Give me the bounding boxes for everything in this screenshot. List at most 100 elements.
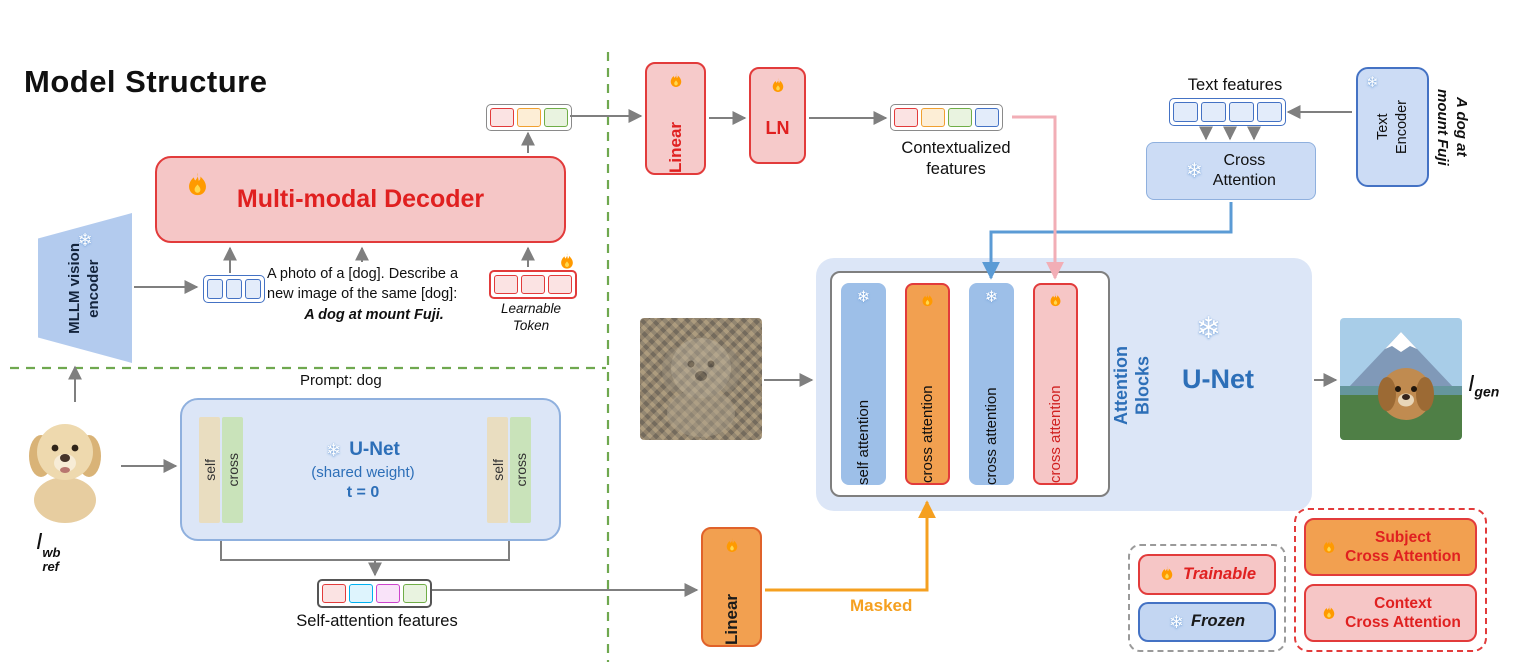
legend-trainable-frozen: Trainable ❄ Frozen bbox=[1128, 544, 1286, 652]
context-pill: Context Cross Attention bbox=[1304, 584, 1477, 642]
snowflake-icon: ❄ bbox=[77, 230, 93, 250]
context-cross-attention-label: Context Cross Attention bbox=[1345, 594, 1461, 631]
multimodal-decoder: Multi-modal Decoder bbox=[155, 156, 566, 243]
token-cell bbox=[521, 275, 545, 294]
snowflake-icon: ❄ bbox=[326, 439, 342, 460]
contextualized-features-label: Contextualized features bbox=[901, 139, 1011, 179]
fire-icon bbox=[769, 77, 787, 95]
attention-column-cross-frozen: ❄ cross attention bbox=[969, 283, 1014, 485]
snowflake-icon: ❄ bbox=[1168, 611, 1184, 632]
attention-blocks-label: Attention Blocks bbox=[1111, 295, 1154, 475]
token-cell bbox=[517, 108, 541, 127]
token-cell bbox=[376, 584, 400, 603]
self-attention-features-strip bbox=[317, 579, 432, 608]
text-features-label: Text features bbox=[1187, 76, 1283, 94]
cross-column-label: cross bbox=[512, 453, 529, 487]
token-cell bbox=[548, 275, 572, 294]
learnable-token-label: Learnable Token bbox=[500, 301, 562, 333]
self-column-label: self bbox=[201, 459, 218, 481]
token-cell bbox=[894, 108, 918, 127]
subject-pill: Subject Cross Attention bbox=[1304, 518, 1477, 576]
trainable-pill: Trainable bbox=[1138, 554, 1276, 595]
fire-icon bbox=[667, 72, 685, 90]
attention-column-cross-subject: cross attention bbox=[905, 283, 950, 485]
snowflake-icon: ❄ bbox=[856, 289, 871, 306]
reference-dog-image bbox=[12, 404, 118, 526]
encoder-label: MLLM vision encoder bbox=[66, 242, 102, 334]
vision-token-strip bbox=[203, 275, 265, 303]
snowflake-icon: ❄ bbox=[984, 289, 999, 306]
shared-unet-label: ❄ U-Net (shared weight) t = 0 bbox=[255, 420, 471, 520]
mllm-vision-encoder: ❄ MLLM vision encoder bbox=[38, 213, 132, 363]
generated-image bbox=[1340, 318, 1462, 440]
snowflake-icon: ❄ bbox=[1186, 160, 1203, 182]
text-prompt-caption-text: A dog at mount Fuji bbox=[1434, 88, 1470, 166]
page-title: Model Structure bbox=[24, 64, 268, 99]
text-encoder-label: Text Encoder bbox=[1374, 99, 1410, 154]
token-cell bbox=[1201, 102, 1226, 122]
token-cell bbox=[494, 275, 518, 294]
learnable-token-strip bbox=[489, 270, 577, 299]
attention-column-label: cross attention bbox=[983, 387, 1000, 485]
shared-unet-weight: (shared weight) bbox=[311, 463, 415, 481]
self-column: self bbox=[199, 417, 220, 523]
attention-column-self: ❄ self attention bbox=[841, 283, 886, 485]
prompt-normal-text: A photo of a [dog]. Describe a new image… bbox=[267, 266, 459, 303]
subject-cross-attention-label: Subject Cross Attention bbox=[1345, 528, 1461, 565]
unet-label: U-Net bbox=[1182, 364, 1254, 394]
linear-label: Linear bbox=[721, 593, 741, 645]
token-cell bbox=[349, 584, 373, 603]
token-cell bbox=[207, 279, 223, 299]
token-cell bbox=[1257, 102, 1282, 122]
attention-column-label: self attention bbox=[855, 399, 872, 485]
text-encoder: ❄ Text Encoder bbox=[1356, 67, 1429, 187]
token-cell bbox=[245, 279, 261, 299]
self-attention-features-label: Self-attention features bbox=[296, 612, 458, 630]
token-cell bbox=[948, 108, 972, 127]
snowflake-icon: ❄ bbox=[1196, 312, 1222, 345]
self-column: self bbox=[487, 417, 508, 523]
trainable-label: Trainable bbox=[1182, 564, 1257, 583]
token-cell bbox=[490, 108, 514, 127]
fire-icon bbox=[1320, 538, 1338, 556]
shared-unet-name: U-Net bbox=[349, 438, 400, 460]
token-cell bbox=[403, 584, 427, 603]
separator-lines bbox=[10, 52, 610, 662]
text-features-strip bbox=[1169, 98, 1286, 126]
masked-label: Masked bbox=[850, 596, 913, 615]
gen-image-label: Igen bbox=[1468, 370, 1499, 400]
legend-cross-attention: Subject Cross Attention Context Cross At… bbox=[1294, 508, 1487, 652]
token-cell bbox=[921, 108, 945, 127]
token-cell bbox=[975, 108, 999, 127]
fire-icon bbox=[1320, 604, 1338, 622]
fire-icon bbox=[183, 171, 212, 200]
attention-column-label: cross attention bbox=[1047, 385, 1064, 483]
ref-image-label-sup: wb bbox=[42, 545, 61, 560]
linear-box-top: Linear bbox=[645, 62, 706, 175]
decoder-label: Multi-modal Decoder bbox=[236, 185, 485, 213]
fire-icon bbox=[1158, 565, 1176, 583]
shared-unet-timestep: t = 0 bbox=[346, 483, 380, 501]
fire-icon bbox=[723, 537, 741, 555]
text-prompt-caption: A dog at mount Fuji bbox=[1432, 67, 1470, 187]
prompt-dog-label: Prompt: dog bbox=[300, 372, 382, 389]
gen-image-label-sub: gen bbox=[1474, 383, 1500, 400]
token-cell bbox=[544, 108, 568, 127]
self-column-label: self bbox=[489, 459, 506, 481]
prompt-text: A photo of a [dog]. Describe a new image… bbox=[267, 264, 481, 325]
fire-icon bbox=[1047, 292, 1064, 309]
ref-image-label-sub: ref bbox=[42, 558, 60, 574]
cross-column-label: cross bbox=[224, 453, 241, 487]
token-cell bbox=[322, 584, 346, 603]
token-cell bbox=[1173, 102, 1198, 122]
ln-box: LN bbox=[749, 67, 806, 164]
cross-attention-box: ❄ Cross Attention bbox=[1146, 142, 1316, 200]
cross-column: cross bbox=[222, 417, 243, 523]
noisy-image bbox=[640, 318, 762, 440]
linear-box-bottom: Linear bbox=[701, 527, 762, 647]
fire-icon bbox=[919, 292, 936, 309]
attention-column-cross-context: cross attention bbox=[1033, 283, 1078, 485]
cross-attention-label: Cross Attention bbox=[1212, 152, 1276, 189]
